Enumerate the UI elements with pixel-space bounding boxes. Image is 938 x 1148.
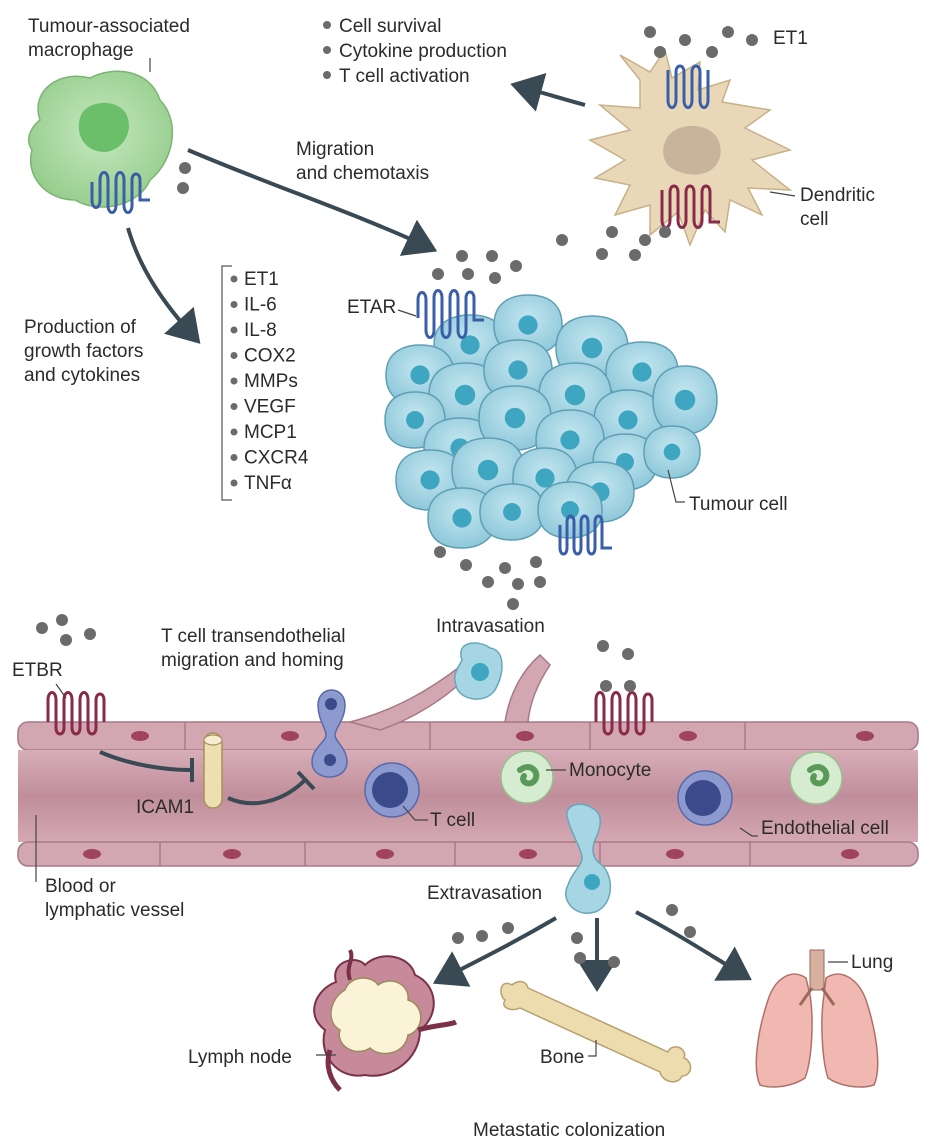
t-cell bbox=[365, 763, 419, 817]
tcell-migration-label-2: migration and homing bbox=[161, 650, 344, 671]
tumour-nucleus bbox=[508, 360, 527, 379]
t-cell-label: T cell bbox=[430, 810, 475, 831]
tumour-ligands-top bbox=[432, 250, 522, 284]
factor-bullet bbox=[231, 352, 238, 359]
arrow-to-lung bbox=[636, 912, 745, 976]
migration-label-2: and chemotaxis bbox=[296, 163, 429, 184]
macrophage-label-2: macrophage bbox=[28, 40, 134, 61]
tumour-nucleus bbox=[478, 460, 498, 480]
factor-item: IL-8 bbox=[244, 320, 277, 341]
factor-list: ET1IL-6IL-8COX2MMPsVEGF MCP1CXCR4TNFα bbox=[231, 269, 309, 494]
vessel-label-1: Blood or bbox=[45, 876, 116, 897]
macrophage bbox=[29, 71, 173, 212]
factor-item: IL-6 bbox=[244, 295, 277, 316]
factor-bullet bbox=[231, 454, 238, 461]
etbr-label: ETBR bbox=[12, 660, 63, 681]
monocyte-2 bbox=[790, 752, 842, 804]
factor-item: TNFα bbox=[244, 473, 292, 494]
tumour-nucleus bbox=[565, 385, 585, 405]
production-label-1: Production of bbox=[24, 317, 137, 338]
macrophage-ligands bbox=[177, 162, 191, 194]
factor-bullet bbox=[231, 403, 238, 410]
tumour-nucleus bbox=[410, 365, 429, 384]
tumour-nucleus bbox=[452, 508, 471, 527]
tumour-nucleus bbox=[675, 390, 695, 410]
factor-item: CXCR4 bbox=[244, 448, 309, 469]
etbr-leader bbox=[56, 684, 66, 698]
tumour-nucleus bbox=[503, 503, 521, 521]
metastasis-ligands bbox=[452, 904, 696, 968]
monocyte-label: Monocyte bbox=[569, 760, 651, 781]
factor-bullet bbox=[231, 327, 238, 334]
production-label-3: and cytokines bbox=[24, 365, 140, 386]
production-arrow bbox=[128, 228, 195, 338]
et1-label: ET1 bbox=[773, 28, 808, 49]
etar-label: ETAR bbox=[347, 297, 396, 318]
endothelial-label: Endothelial cell bbox=[761, 818, 889, 839]
dc-label-1: Dendritic bbox=[800, 185, 875, 206]
factor-item: COX2 bbox=[244, 346, 296, 367]
t-cell-2 bbox=[678, 771, 732, 825]
tumour-nucleus bbox=[535, 468, 554, 487]
bone bbox=[501, 982, 691, 1082]
metastatic-colonization-label: Metastatic colonization bbox=[473, 1120, 665, 1141]
monocyte bbox=[501, 751, 553, 803]
factor-bullet bbox=[231, 480, 238, 487]
factor-bullet bbox=[231, 378, 238, 385]
factor-item: MCP1 bbox=[244, 422, 297, 443]
tumour-nucleus bbox=[518, 315, 537, 334]
factor-bullet bbox=[231, 276, 238, 283]
tumour-nucleus bbox=[505, 408, 525, 428]
factor-item: VEGF bbox=[244, 397, 296, 418]
lung-label: Lung bbox=[851, 952, 893, 973]
production-label-2: growth factors bbox=[24, 341, 143, 362]
dc-effect-2: Cytokine production bbox=[339, 41, 507, 62]
tumour-nucleus bbox=[420, 470, 439, 489]
tumour-nucleus bbox=[406, 411, 424, 429]
vessel-label-2: lymphatic vessel bbox=[45, 900, 184, 921]
factor-bracket bbox=[222, 266, 232, 500]
factor-bullet bbox=[231, 429, 238, 436]
tcell-migration-label-1: T cell transendothelial bbox=[161, 626, 345, 647]
tumour-nucleus bbox=[632, 362, 651, 381]
dc-effect-3: T cell activation bbox=[339, 66, 470, 87]
extravasation-label: Extravasation bbox=[427, 883, 542, 904]
factor-bullet bbox=[231, 301, 238, 308]
dendritic-cell bbox=[590, 50, 790, 245]
bone-label: Bone bbox=[540, 1047, 584, 1068]
tumour-nucleus bbox=[582, 338, 602, 358]
dc-label-2: cell bbox=[800, 209, 829, 230]
lymph-node bbox=[314, 950, 456, 1090]
tumour-nucleus bbox=[455, 385, 475, 405]
lymph-node-label: Lymph node bbox=[188, 1047, 292, 1068]
migration-label-1: Migration bbox=[296, 139, 374, 160]
intravasating-cell bbox=[455, 643, 502, 699]
tumour-nucleus bbox=[664, 444, 681, 461]
tumour-nucleus bbox=[618, 410, 637, 429]
macrophage-label-1: Tumour-associated bbox=[28, 16, 190, 37]
tumour-cell-label: Tumour cell bbox=[689, 494, 788, 515]
icam1-label: ICAM1 bbox=[136, 797, 194, 818]
intravasation-label: Intravasation bbox=[436, 616, 545, 637]
factor-item: ET1 bbox=[244, 269, 279, 290]
dc-effect-1: Cell survival bbox=[339, 16, 441, 37]
icam1 bbox=[204, 733, 222, 808]
dc-effects: Cell survival Cytokine production T cell… bbox=[323, 16, 507, 87]
arrow-to-lymph bbox=[440, 918, 556, 980]
dc-leader bbox=[770, 192, 795, 196]
tumour-nucleus bbox=[560, 430, 579, 449]
factor-item: MMPs bbox=[244, 371, 298, 392]
dc-effects-arrow bbox=[518, 86, 585, 105]
etar-leader bbox=[398, 310, 416, 316]
tumour-ligands-bottom bbox=[434, 546, 546, 610]
